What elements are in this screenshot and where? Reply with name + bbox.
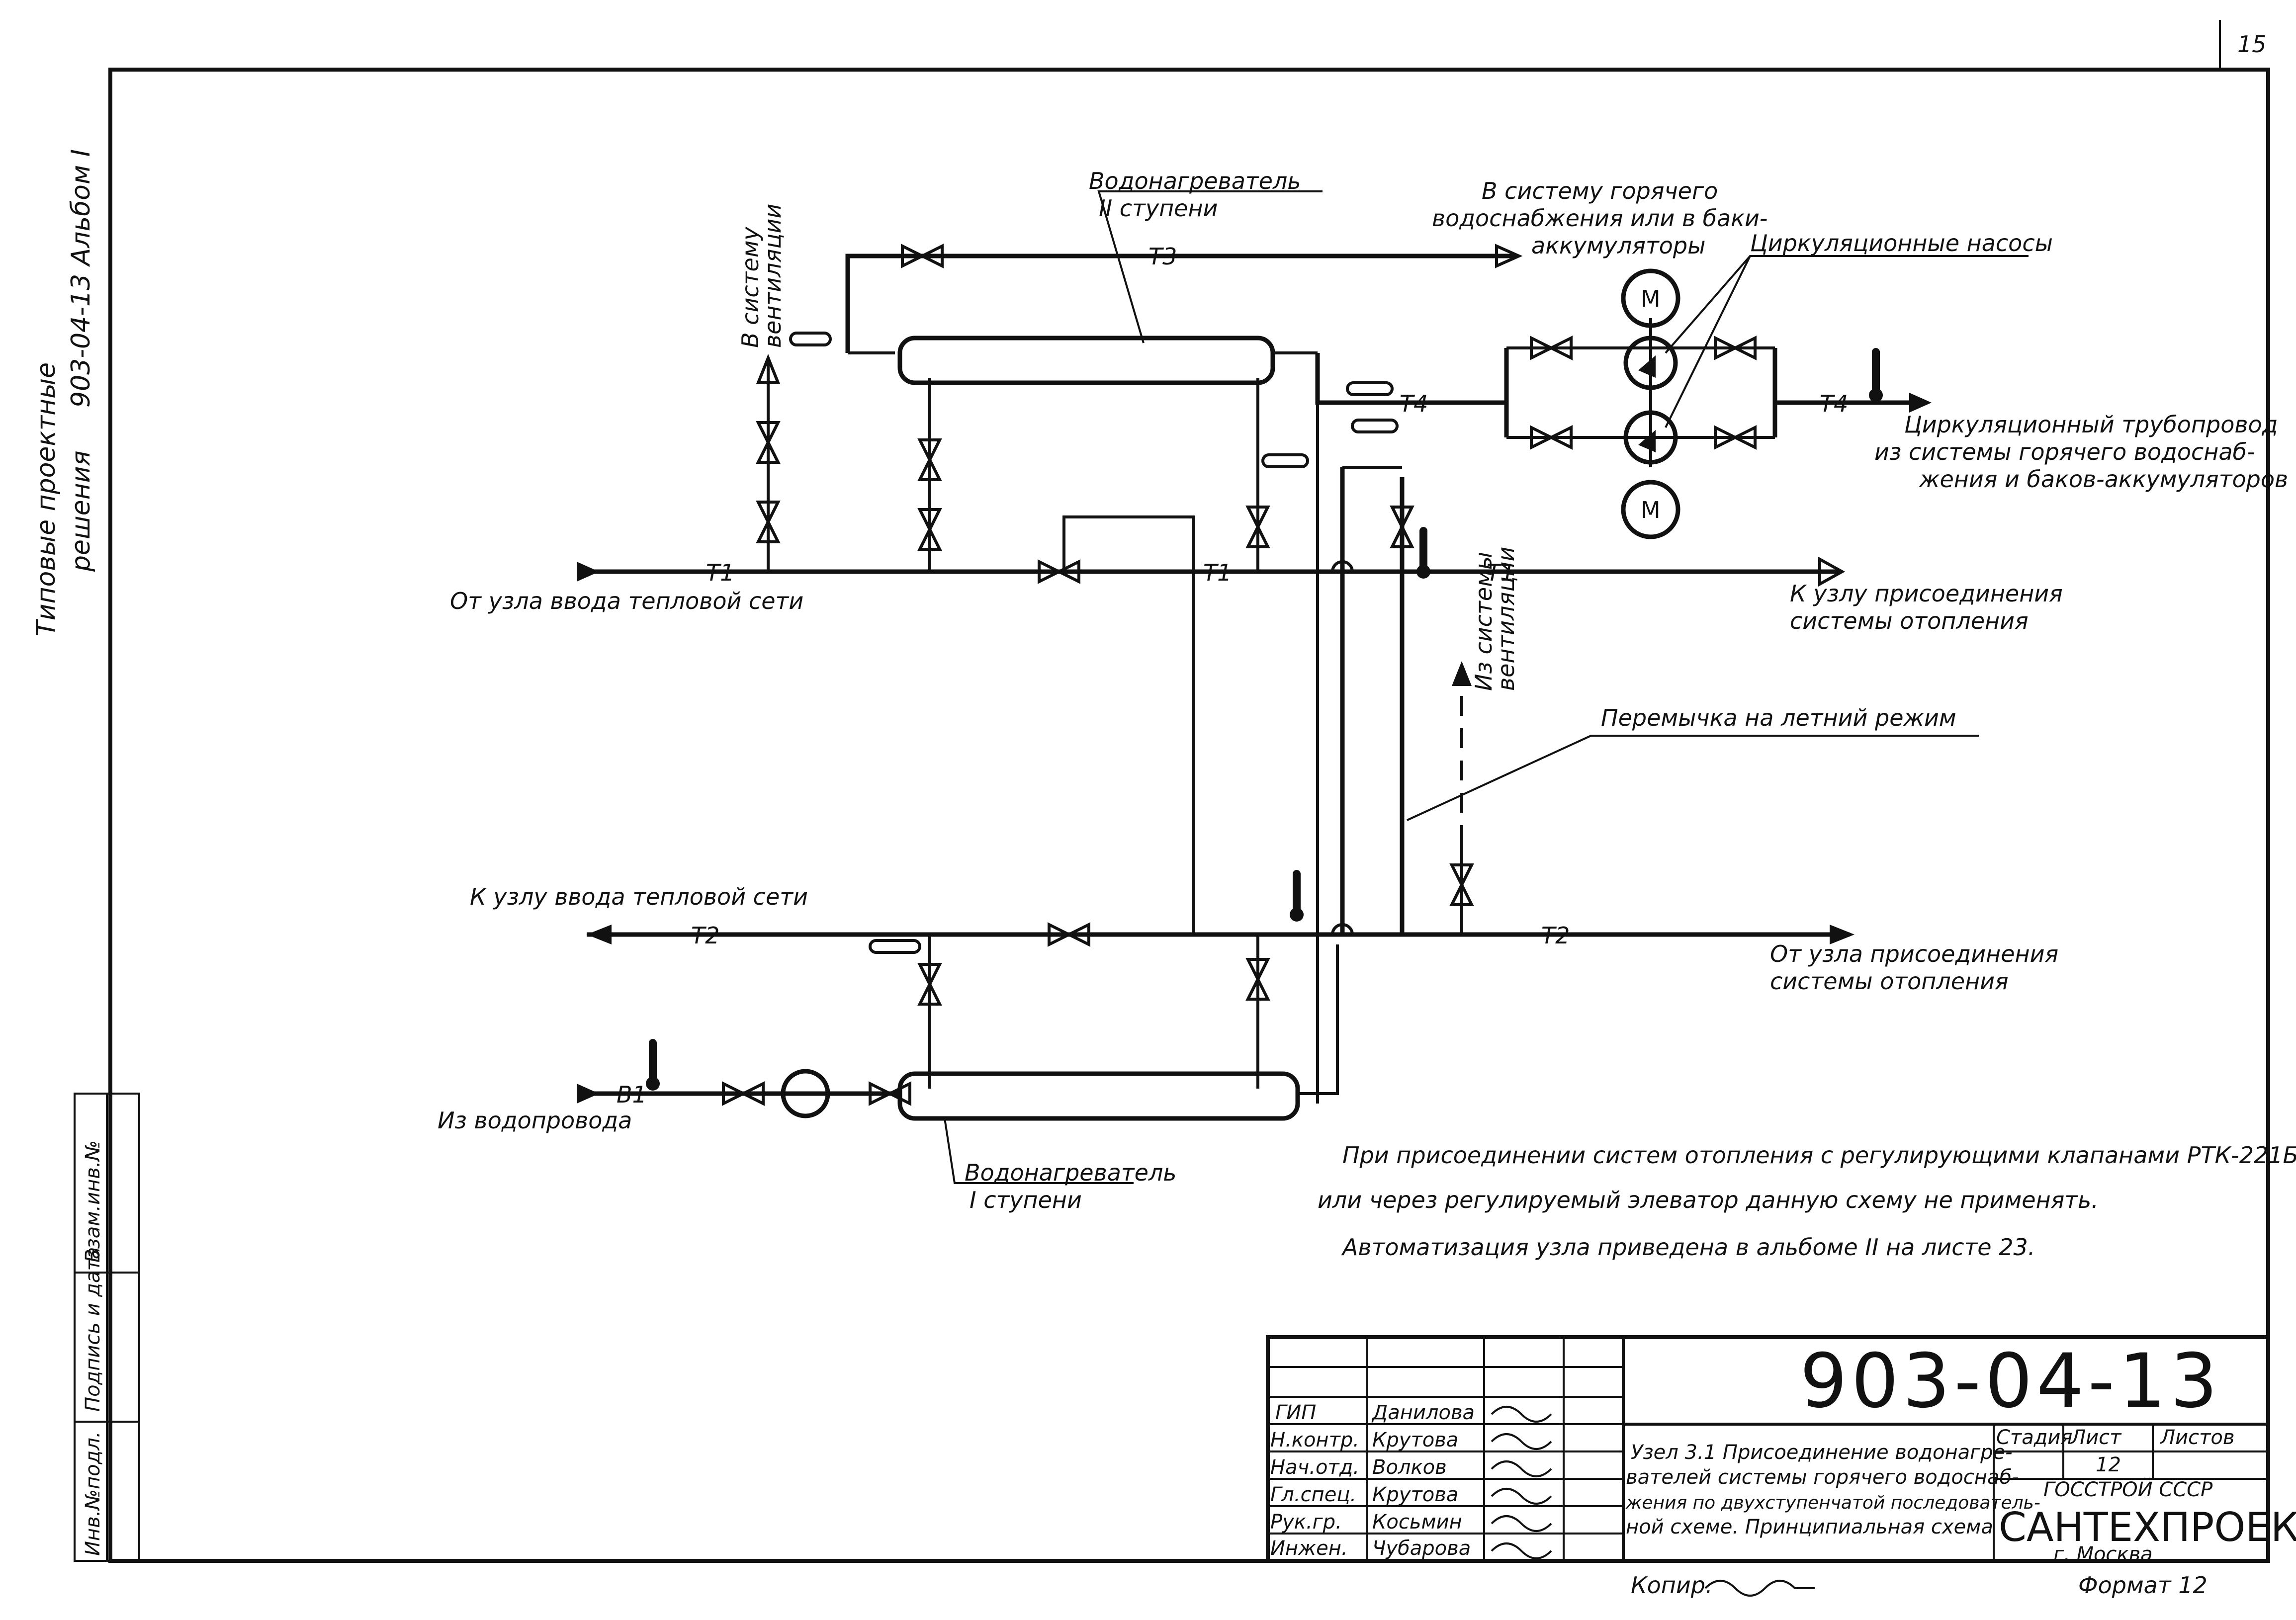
tb-stage-header: Стадия: [1996, 1426, 2072, 1449]
drawing-frame: [108, 68, 2270, 1563]
side-caption: Типовые проектные решения: [31, 362, 96, 636]
tb-desc-0: Узел 3.1 Присоединение водонагре-: [1631, 1441, 2013, 1464]
label-heater-stage1-1: Водонагреватель: [965, 1159, 1177, 1186]
pump-upper: [1623, 336, 1678, 390]
pipe-code-t4-left: Т4: [1400, 390, 1428, 417]
label-hot-water-1: В систему горячего: [1482, 177, 1718, 204]
tb-sheet-number: 12: [2096, 1453, 2121, 1476]
tb-name-1: Крутова: [1372, 1429, 1458, 1451]
label-heater-stage2-2: II ступени: [1099, 195, 1218, 222]
tb-name-3: Крутова: [1372, 1483, 1458, 1506]
stamp-replace-label: Взам.инв.№: [82, 1140, 104, 1263]
tb-org-city: г. Москва: [2053, 1543, 2153, 1566]
side-caption-code-group: 903-04-13 Альбом I: [66, 149, 96, 408]
motor-upper: М: [1621, 268, 1680, 328]
format-label: Формат 12: [2078, 1572, 2208, 1599]
label-pumps: Циркуляционные насосы: [1750, 230, 2053, 256]
tb-signatures: [1491, 1406, 1552, 1559]
label-heater-stage2-1: Водонагреватель: [1089, 168, 1301, 194]
motor-upper-label: М: [1641, 285, 1661, 312]
tb-role-0: ГИП: [1275, 1401, 1316, 1424]
side-caption-line1: Типовые проектные: [31, 362, 61, 636]
tb-role-3: Гл.спец.: [1270, 1483, 1356, 1506]
tb-role-1: Н.контр.: [1270, 1429, 1359, 1451]
label-hot-water-3: аккумуляторы: [1531, 232, 1705, 259]
title-block: [1266, 1335, 2270, 1563]
motor-lower-label: М: [1641, 497, 1661, 523]
water-meter: [781, 1069, 830, 1118]
flow-arrows: [577, 244, 1932, 1104]
tb-desc-3: ной схеме. Принципиальная схема: [1626, 1516, 1993, 1538]
tb-name-5: Чубарова: [1372, 1537, 1471, 1560]
tb-name-2: Волков: [1372, 1456, 1447, 1479]
label-recirc-3: жения и баков-аккумуляторов: [1919, 466, 2288, 493]
label-from-heating-2: системы отопления: [1770, 968, 2009, 995]
pipe-code-t3: Т3: [1148, 243, 1177, 270]
tb-sheets-header: Листов: [2159, 1426, 2234, 1449]
label-to-heating-1: К узлу присоединения: [1790, 580, 2063, 607]
label-to-heating-2: системы отопления: [1790, 607, 2029, 634]
tb-org-name: САНТЕХПРОЕКТ: [1999, 1504, 2296, 1550]
pipe-code-t2-right: Т2: [1541, 922, 1570, 949]
label-from-vent-1: Из системы: [1470, 552, 1497, 691]
tb-role-4: Рук.гр.: [1270, 1511, 1342, 1534]
side-caption-line2: решения: [66, 450, 96, 572]
leaders: [944, 190, 2029, 1184]
tb-org-line1: ГОССТРОЙ СССР: [2043, 1477, 2213, 1501]
note-1: При присоединении систем отопления с рег…: [1342, 1142, 2296, 1169]
tb-role-2: Нач.отд.: [1270, 1456, 1359, 1479]
valves: [722, 244, 1757, 1106]
label-from-vent-2: вентиляции: [1493, 547, 1519, 691]
label-hot-water-2: водоснабжения или в баки-: [1432, 205, 1768, 232]
piping: [587, 254, 1919, 1104]
stamp-sign-label: Подпись и дата: [82, 1247, 104, 1412]
label-to-vent-1: В систему: [737, 227, 764, 348]
pipe-code-t1-mid: Т1: [1203, 559, 1232, 586]
label-from-heating-1: От узла присоединения: [1770, 940, 2058, 967]
label-from-heat-input: От узла ввода тепловой сети: [450, 588, 803, 614]
sheet-corner-number: 15: [2237, 31, 2267, 58]
tb-desc-2: жения по двухступенчатой последователь-: [1625, 1493, 2040, 1513]
stamp-inv-label: Инв.№подл.: [82, 1431, 104, 1556]
note-3: Автоматизация узла приведена в альбоме I…: [1341, 1234, 2035, 1261]
pressure-gauges: [789, 332, 1399, 954]
pipe-code-b1: В1: [617, 1081, 647, 1108]
label-to-heat-input: К узлу ввода тепловой сети: [470, 883, 808, 910]
pipe-code-t1-left: Т1: [706, 559, 734, 586]
label-recirc-2: из системы горячего водоснаб-: [1874, 438, 2255, 465]
pipe-code-t2-left: Т2: [691, 922, 719, 949]
tb-role-5: Инжен.: [1270, 1537, 1348, 1560]
thermometers: [646, 348, 1883, 1091]
label-recirc-1: Циркуляционный трубопровод: [1904, 411, 2278, 438]
tb-name-0: Данилова: [1371, 1401, 1475, 1424]
copied-by: Копир.: [1631, 1572, 1713, 1599]
heater-stage-2: [897, 336, 1275, 385]
side-caption-code: 903-04-13 Альбом I: [66, 149, 96, 408]
pump-lower: [1623, 410, 1678, 465]
label-from-water-main: Из водопровода: [438, 1107, 632, 1134]
tb-name-4: Косьмин: [1372, 1511, 1462, 1534]
pipe-code-t4-right: Т4: [1820, 390, 1848, 417]
tb-desc-1: вателей системы горячего водоснаб-: [1626, 1466, 2019, 1489]
heater-stage-1: [897, 1071, 1300, 1121]
left-stamp: Инв.№подл. Подпись и дата Взам.инв.№: [74, 1093, 140, 1562]
motor-lower: М: [1621, 480, 1680, 539]
pipe-code-t1-right: Т1: [1487, 559, 1515, 586]
label-to-vent-2: вентиляции: [759, 204, 786, 348]
copied-by-signature: [1704, 1580, 1815, 1597]
doc-code: 903-04-13: [1800, 1338, 2221, 1425]
label-heater-stage1-2: I ступени: [970, 1187, 1082, 1213]
note-2: или через регулируемый элеватор данную с…: [1318, 1187, 2099, 1213]
tb-sheet-header: Лист: [2070, 1426, 2122, 1449]
label-summer-bypass: Перемычка на летний режим: [1601, 704, 1956, 731]
